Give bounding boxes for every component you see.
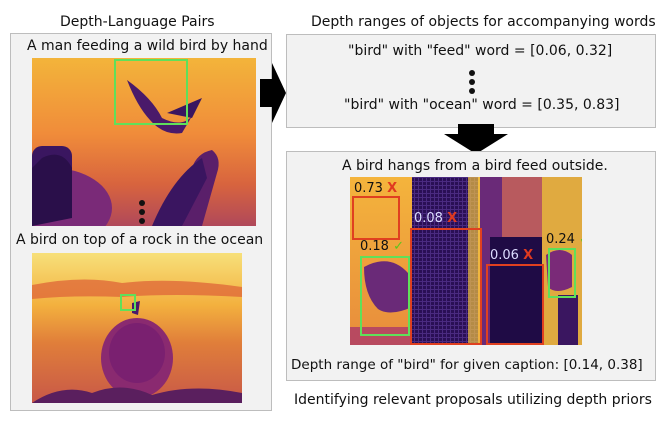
footer-caption: Identifying relevant proposals utilizing…	[294, 392, 652, 408]
reject-icon-1: X	[387, 181, 398, 196]
arrow-right-icon	[260, 63, 286, 123]
reject-icon-2: X	[447, 211, 458, 226]
score-value-5: 0.24	[546, 232, 575, 247]
proposal-box-2	[410, 228, 482, 345]
accept-icon-5: ✓	[579, 232, 582, 247]
proposal-box-4	[486, 264, 544, 345]
reject-icon-4: X	[523, 248, 534, 263]
right-top-heading: Depth ranges of objects for accompanying…	[311, 14, 656, 30]
score-value-1: 0.73	[354, 181, 383, 196]
bird-proposal-box-2	[120, 294, 136, 311]
left-heading: Depth-Language Pairs	[60, 14, 215, 30]
depth-image-man-feeding-bird	[32, 58, 256, 226]
proposal-score-4: 0.06 X	[490, 249, 533, 263]
bird-ocean-range: "bird" with "ocean" word = [0.35, 0.83]	[344, 97, 620, 113]
bird-depth-range: Depth range of "bird" for given caption:…	[291, 357, 643, 373]
score-value-2: 0.08	[414, 211, 443, 226]
accept-icon-3: ✓	[393, 239, 404, 254]
depth-ranges-panel: "bird" with "feed" word = [0.06, 0.32] "…	[286, 34, 656, 128]
vertical-ellipsis-2	[468, 70, 476, 97]
depth-image-bird-on-rock	[32, 253, 242, 403]
proposal-score-1: 0.73 X	[354, 182, 397, 196]
arrow-down-icon	[444, 124, 508, 154]
bird-caption: A bird hangs from a bird feed outside.	[342, 158, 608, 174]
bird-proposal-box-1	[114, 59, 188, 125]
proposal-score-2: 0.08 X	[414, 212, 457, 226]
depth-map-2	[32, 253, 242, 403]
proposal-score-3: 0.18 ✓	[360, 240, 404, 254]
proposal-box-5	[548, 248, 576, 298]
pair2-caption: A bird on top of a rock in the ocean	[16, 232, 264, 248]
pair1-caption: A man feeding a wild bird by hand	[27, 38, 268, 54]
depth-language-pairs-panel: A man feeding a wild bird by hand	[10, 33, 272, 411]
score-value-3: 0.18	[360, 239, 389, 254]
proposal-score-5: 0.24 ✓	[546, 233, 582, 247]
proposal-box-1	[352, 196, 400, 240]
proposal-selection-panel: A bird hangs from a bird feed outside.	[286, 151, 656, 381]
depth-map-1	[32, 58, 256, 226]
proposal-box-3	[360, 256, 410, 336]
depth-image-bird-feeder: 0.73 X 0.08 X 0.18 ✓ 0.06 X 0.24 ✓	[350, 177, 582, 345]
vertical-ellipsis	[138, 200, 146, 227]
bird-feed-range: "bird" with "feed" word = [0.06, 0.32]	[348, 43, 613, 59]
score-value-4: 0.06	[490, 248, 519, 263]
